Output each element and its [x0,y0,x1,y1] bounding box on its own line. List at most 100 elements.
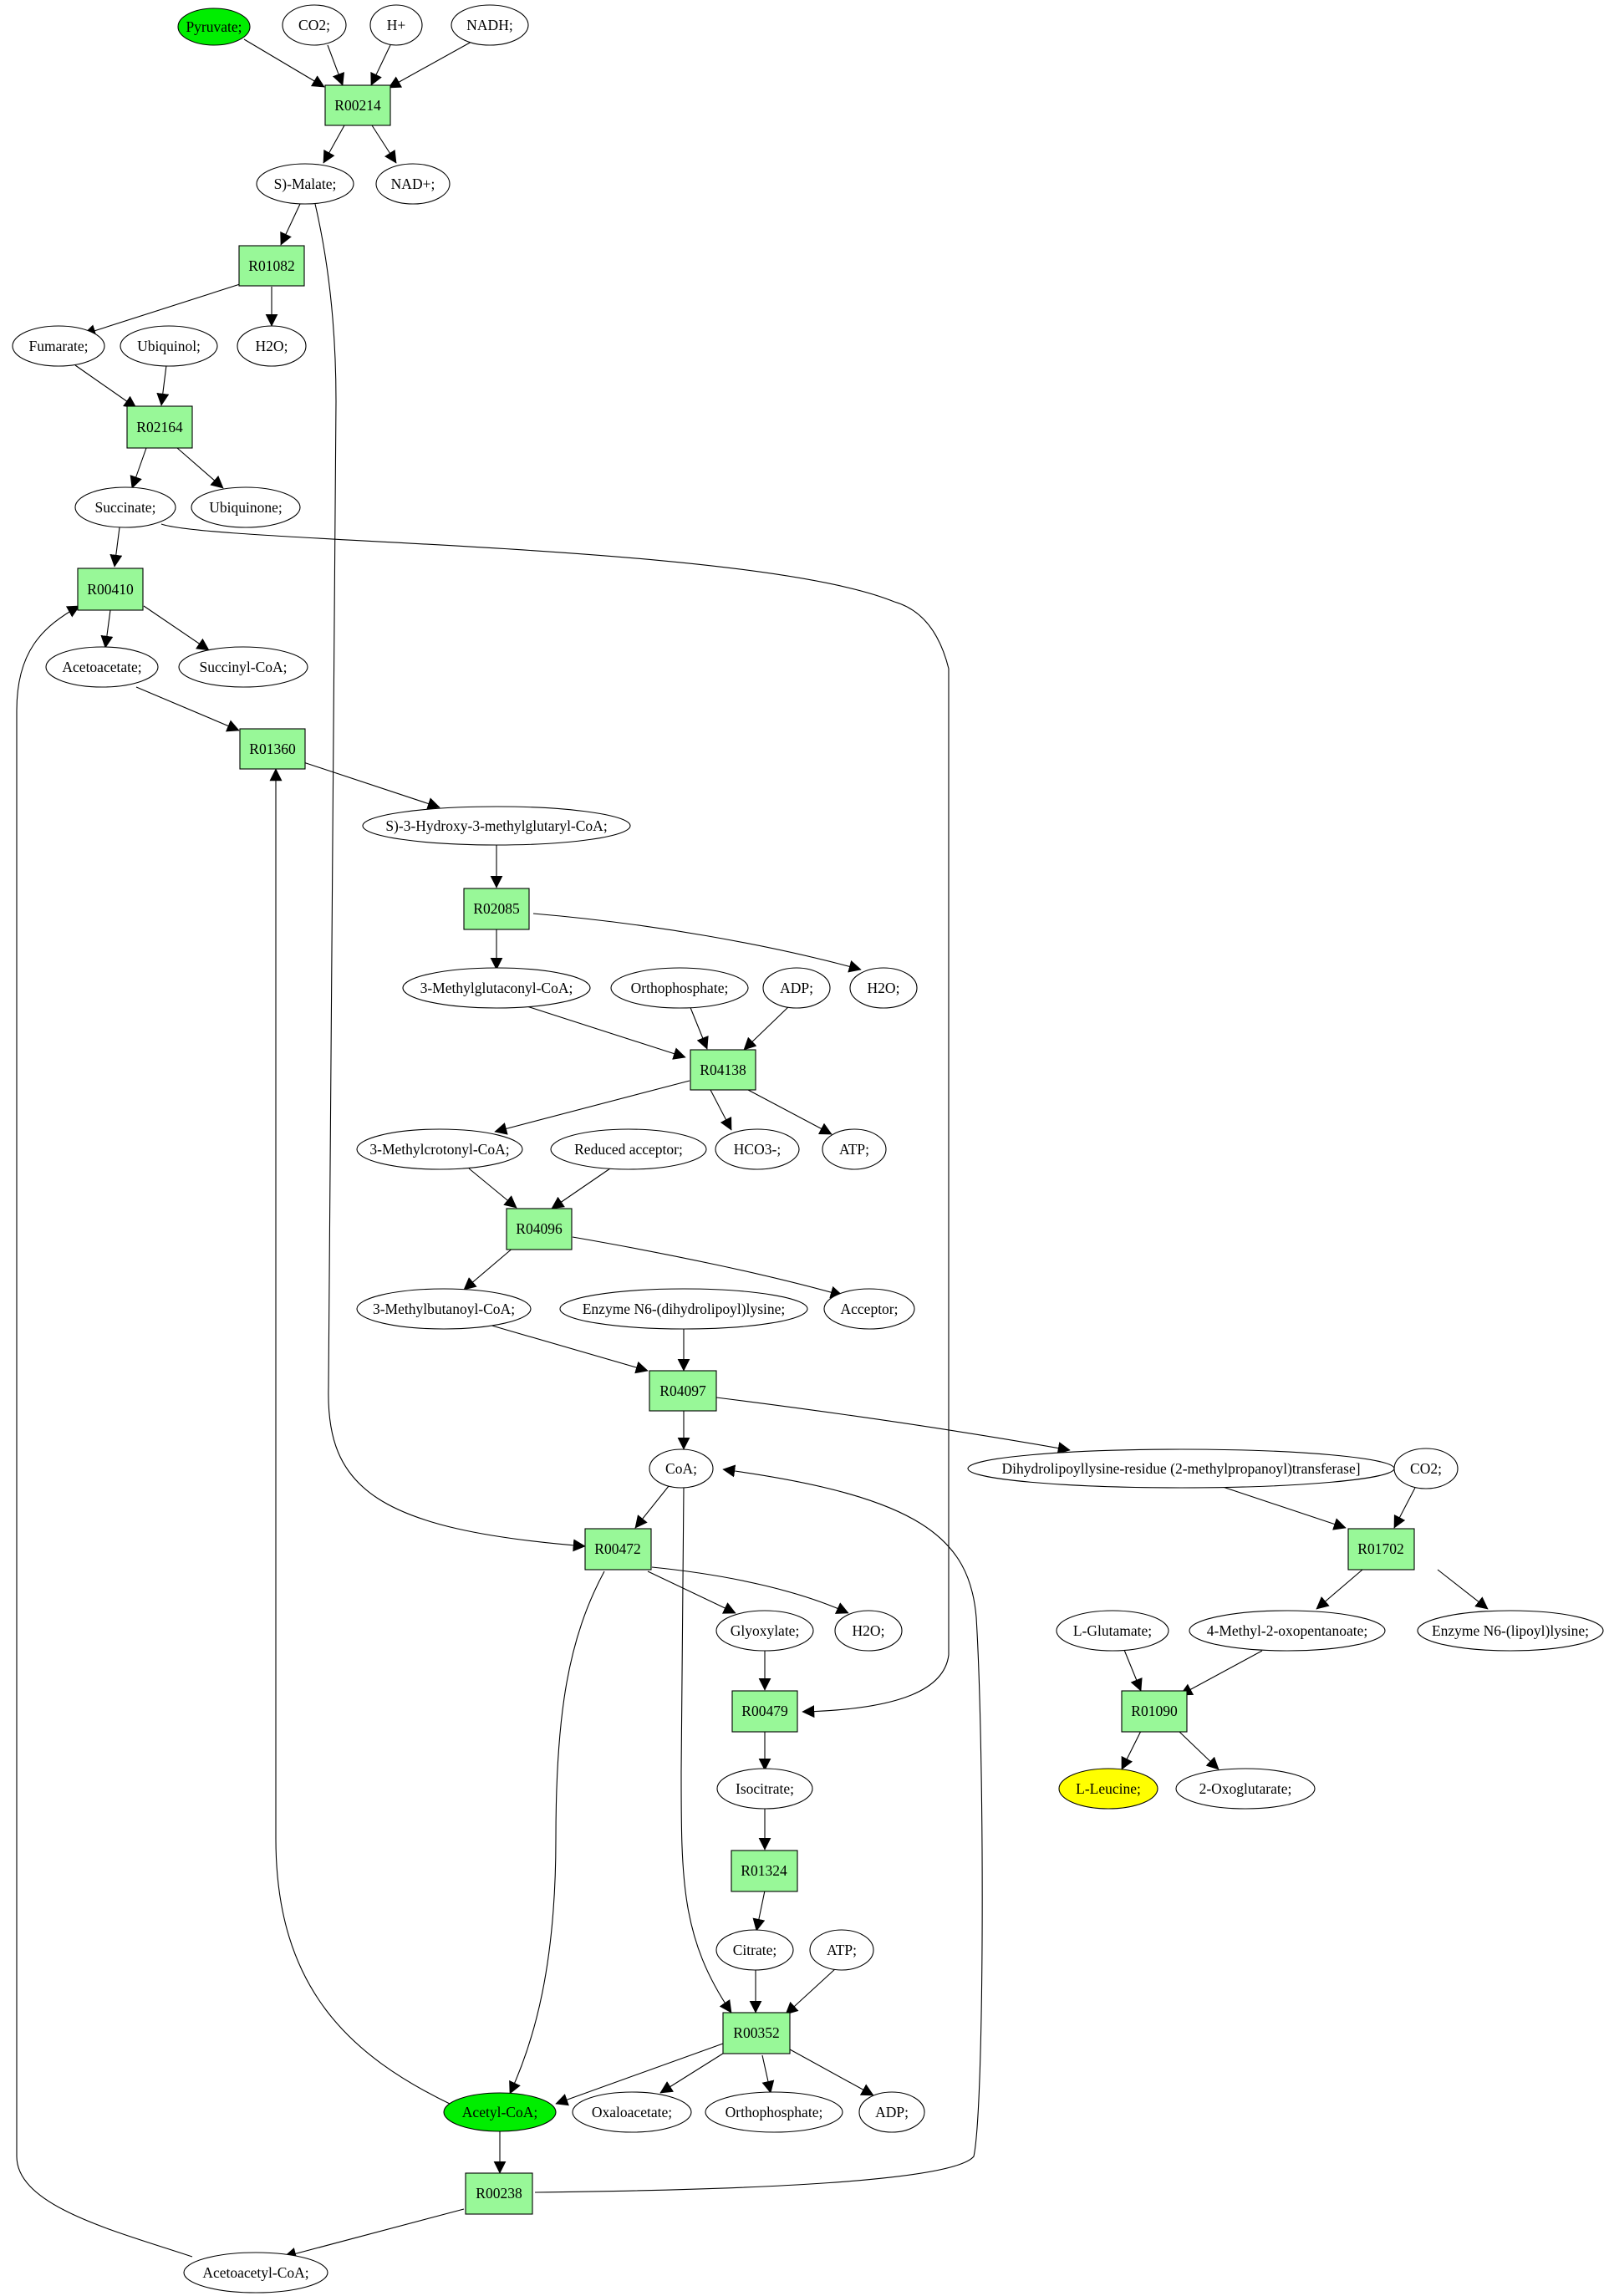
node-ubiquinone[interactable]: Ubiquinone; [191,486,301,528]
node-oxaloacetate[interactable]: Oxaloacetate; [572,2091,692,2133]
node-r04096[interactable]: R04096 [506,1208,573,1250]
node-adp-b[interactable]: ADP; [858,2091,925,2133]
node-r00410[interactable]: R00410 [77,568,144,611]
label-hco3: HCO3-; [734,1141,781,1158]
node-enzymedihydrolipoyl[interactable]: Enzyme N6-(dihydrolipoyl)lysine; [559,1288,808,1330]
label-methylcrotonylcoa: 3-Methylcrotonyl-CoA; [369,1141,509,1158]
node-pyruvate[interactable]: Pyruvate; [177,8,251,46]
node-atp-b[interactable]: ATP; [809,1929,874,1971]
label-methyloxopentanoate: 4-Methyl-2-oxopentanoate; [1207,1622,1367,1639]
node-acceptor[interactable]: Acceptor; [823,1288,915,1330]
node-orthophosphate-b[interactable]: Orthophosphate; [705,2091,843,2133]
node-h2o-a[interactable]: H2O; [237,325,307,367]
edge-r04138-atp [747,1089,833,1135]
node-r00214[interactable]: R00214 [324,84,391,126]
node-r04138[interactable]: R04138 [690,1049,756,1091]
edge-lglutamate-r01090 [1123,1649,1143,1692]
label-fumarate: Fumarate; [29,338,89,354]
edge-acetylcoa-r01360 [269,768,452,2105]
node-succinate[interactable]: Succinate; [74,486,176,528]
label-r01324: R01324 [741,1862,787,1879]
edge-smalate-r00472 [314,203,586,1552]
node-r00472[interactable]: R00472 [584,1528,652,1571]
node-r00352[interactable]: R00352 [722,2012,791,2054]
edge-r00472-acetylcoa [509,1571,605,2095]
label-coa: CoA; [665,1460,697,1477]
node-nadplus[interactable]: NAD+; [375,163,451,205]
node-isocitrate[interactable]: Isocitrate; [716,1768,813,1810]
edge-r00352-acetylcoa [555,2043,724,2106]
node-reducedacceptor[interactable]: Reduced acceptor; [550,1128,707,1170]
label-methylbutanoylcoa: 3-Methylbutanoyl-CoA; [373,1301,515,1317]
edge-r01090-oxoglutarate [1178,1730,1219,1770]
edge-r00352-adp [789,2049,874,2096]
label-oxaloacetate: Oxaloacetate; [592,2104,672,2120]
node-orthophosphate-a[interactable]: Orthophosphate; [610,967,749,1009]
node-r01090[interactable]: R01090 [1121,1690,1188,1733]
node-r01360[interactable]: R01360 [239,728,306,770]
label-co2-a: CO2; [298,17,330,33]
node-ubiquinol[interactable]: Ubiquinol; [120,325,218,367]
label-pyruvate: Pyruvate; [186,18,242,35]
label-adp-b: ADP; [875,2104,909,2120]
label-h2o-a: H2O; [256,338,288,354]
node-r01702[interactable]: R01702 [1347,1528,1415,1571]
node-hmgcoa[interactable]: S)-3-Hydroxy-3-methylglutaryl-CoA; [362,806,631,846]
node-atp-a[interactable]: ATP; [822,1128,887,1170]
label-r00472: R00472 [594,1540,640,1557]
node-co2-a[interactable]: CO2; [282,4,347,46]
label-r04138: R04138 [700,1061,746,1078]
node-hco3[interactable]: HCO3-; [715,1128,800,1170]
label-r04097: R04097 [659,1382,706,1399]
node-methylbutanoylcoa[interactable]: 3-Methylbutanoyl-CoA; [356,1288,532,1330]
edge-r01360-hmgcoa [300,761,440,810]
node-oxoglutarate[interactable]: 2-Oxoglutarate; [1175,1768,1316,1810]
node-r02085[interactable]: R02085 [463,888,530,930]
node-h2o-b[interactable]: H2O; [849,967,918,1009]
edge-succinate-r00410 [109,527,123,568]
node-smalate[interactable]: S)-Malate; [256,163,354,205]
node-succinylcoa[interactable]: Succinyl-CoA; [178,646,308,688]
node-dihydrolipoyllysine[interactable]: Dihydrolipoyllysine-residue (2-methylpro… [967,1448,1395,1489]
node-lleucine[interactable]: L-Leucine; [1058,1768,1158,1810]
node-co2-b[interactable]: CO2; [1393,1448,1459,1489]
node-r01324[interactable]: R01324 [731,1850,798,1892]
node-nadh[interactable]: NADH; [451,4,529,46]
edge-orthophosphate-r04138 [689,1005,709,1050]
node-acetylcoa[interactable]: Acetyl-CoA; [443,2092,557,2132]
node-methyloxopentanoate[interactable]: 4-Methyl-2-oxopentanoate; [1189,1610,1386,1652]
node-h2o-c[interactable]: H2O; [834,1610,903,1652]
label-co2-b: CO2; [1410,1460,1442,1477]
label-nadh: NADH; [466,17,512,33]
node-lglutamate[interactable]: L-Glutamate; [1056,1610,1169,1652]
label-atp-b: ATP; [827,1942,857,1958]
node-r02164[interactable]: R02164 [126,405,193,449]
node-acetoacetate[interactable]: Acetoacetate; [45,646,159,688]
label-hmgcoa: S)-3-Hydroxy-3-methylglutaryl-CoA; [385,817,607,834]
label-enzymelipoyl: Enzyme N6-(lipoyl)lysine; [1432,1622,1589,1639]
node-methylglutaconylcoa[interactable]: 3-Methylglutaconyl-CoA; [402,967,591,1009]
node-adp-a[interactable]: ADP; [762,967,831,1009]
node-r00479[interactable]: R00479 [731,1690,798,1733]
node-citrate[interactable]: Citrate; [715,1929,794,1971]
label-atp-a: ATP; [839,1141,869,1158]
node-fumarate[interactable]: Fumarate; [12,325,105,367]
edge-methyloxopentanoate-r01090 [1179,1650,1263,1696]
edge-r00352-orthophosphate [761,2054,775,2094]
node-enzymelipoyl[interactable]: Enzyme N6-(lipoyl)lysine; [1417,1610,1604,1652]
label-acetoacetylcoa: Acetoacetyl-CoA; [202,2264,308,2281]
node-acetoacetylcoa[interactable]: Acetoacetyl-CoA; [183,2252,328,2293]
node-coa[interactable]: CoA; [649,1448,714,1489]
edge-atp-r00352 [785,1968,837,2015]
node-r01082[interactable]: R01082 [238,245,305,287]
node-r04097[interactable]: R04097 [649,1370,717,1412]
edge-r00238-acetoacetylcoa [283,2208,465,2260]
edge-r01702-enzymelipoyl [1437,1569,1489,1610]
node-methylcrotonylcoa[interactable]: 3-Methylcrotonyl-CoA; [356,1128,523,1170]
node-glyoxylate[interactable]: Glyoxylate; [715,1610,814,1652]
edges [16,38,1489,2260]
node-r00238[interactable]: R00238 [465,2172,533,2215]
node-hplus[interactable]: H+ [369,4,423,46]
label-acceptor: Acceptor; [841,1301,899,1317]
